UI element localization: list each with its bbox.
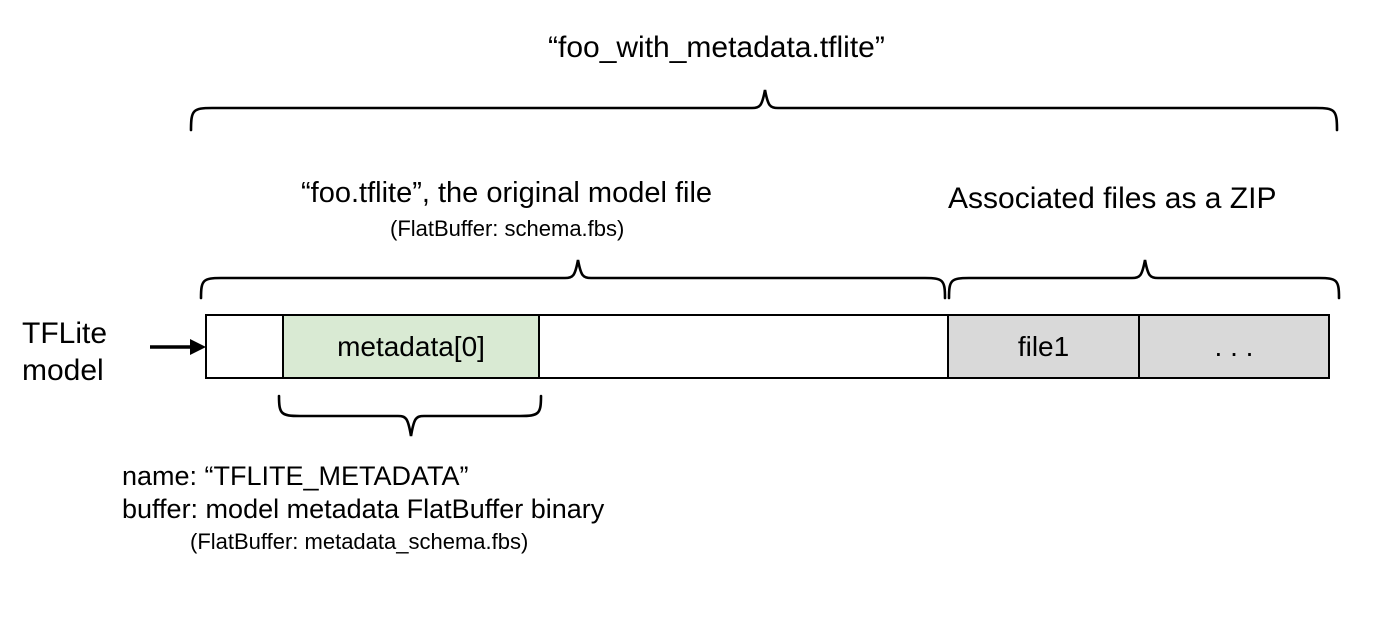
metadata-buffer-line: buffer: model metadata FlatBuffer binary (122, 494, 605, 524)
segment-metadata-label: metadata[0] (337, 330, 485, 362)
arrow-right-icon (150, 332, 208, 362)
tflite-model-label-line1: TFLite (22, 317, 108, 350)
segment-file1: file1 (947, 316, 1138, 377)
segment-metadata: metadata[0] (282, 316, 538, 377)
metadata-detail-text: name: “TFLITE_METADATA” buffer: model me… (122, 460, 604, 556)
original-model-label: “foo.tflite”, the original model file (301, 177, 713, 209)
top-brace (186, 86, 1342, 132)
segment-more-files: . . . (1138, 316, 1328, 377)
tflite-model-label-line2: model (22, 354, 104, 387)
tflite-model-label: TFLite model (22, 315, 107, 389)
original-model-schema-label: (FlatBuffer: schema.fbs) (390, 216, 625, 241)
segment-file1-label: file1 (1017, 330, 1070, 362)
associated-files-brace (944, 256, 1344, 300)
top-file-label: “foo_with_metadata.tflite” (548, 31, 885, 64)
segment-header (207, 316, 282, 377)
tflite-model-bar: metadata[0] file1 . . . (205, 314, 1330, 379)
segment-more-files-label: . . . (1214, 330, 1254, 362)
metadata-name-line: name: “TFLITE_METADATA” (122, 461, 469, 491)
segment-model-body (538, 316, 947, 377)
metadata-schema-line: (FlatBuffer: metadata_schema.fbs) (190, 529, 529, 554)
associated-files-label: Associated files as a ZIP (948, 182, 1277, 215)
metadata-detail-brace (274, 392, 546, 442)
original-model-brace (196, 256, 950, 300)
